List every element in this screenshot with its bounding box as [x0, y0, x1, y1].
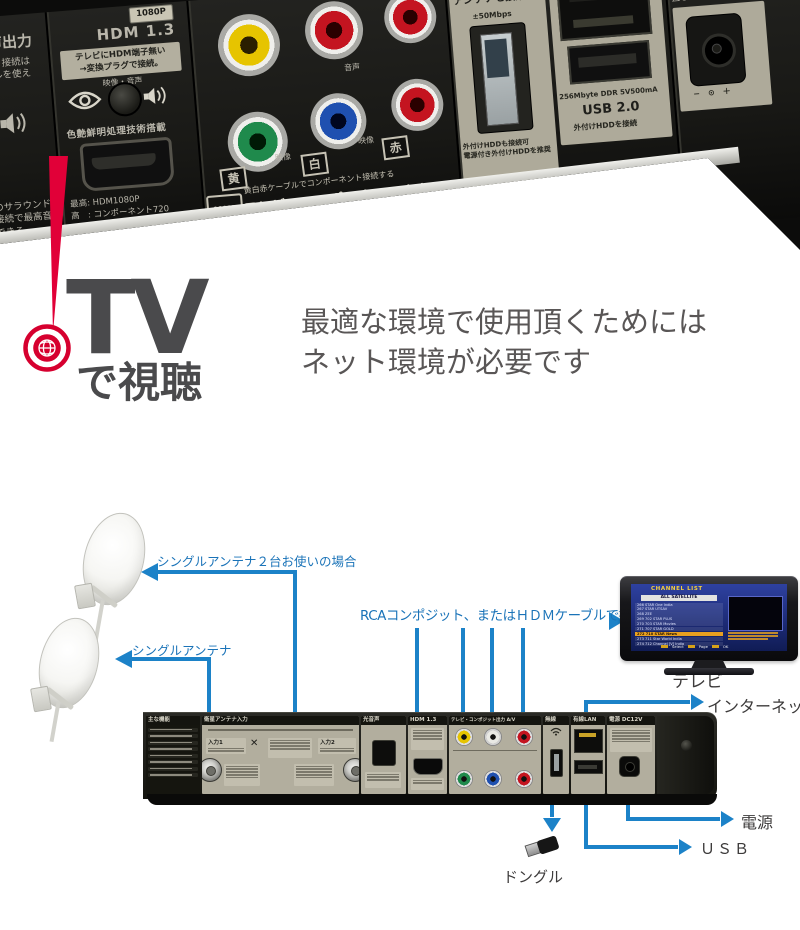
logo-subtitle: で視聴 [76, 358, 203, 407]
device-av-section: テレビ・コンポジット出力 A/V [449, 716, 541, 794]
speaker-icon [0, 113, 26, 134]
receiver-back-panel: 主な機能 衛星アンテナ入力 ✕ 入力1 入力2 光音声 [143, 712, 717, 799]
channel-row-selected: 272 710 STAR News [635, 631, 723, 637]
device-lan-label: 有線LAN [571, 716, 605, 725]
tv-stand-post [691, 660, 727, 669]
device-shadow [147, 794, 717, 805]
internet-label: インターネット [707, 697, 800, 716]
rca-red-jack [302, 0, 366, 62]
red-kanji-badge: 赤 [381, 135, 411, 161]
single-antenna-label: シングルアンテナ [132, 643, 232, 658]
headline-line2: ネット環境が必要です [301, 345, 592, 380]
device-av-label: テレビ・コンポジット出力 A/V [449, 716, 541, 725]
antenna-input2-connector [343, 758, 359, 782]
input1-label: 入力1 [208, 740, 223, 746]
device-lan-section: 有線LAN [571, 716, 605, 794]
antenna-input1-connector [202, 758, 222, 782]
rca-red-jack [382, 0, 439, 46]
device-antenna-section: 衛星アンテナ入力 ✕ 入力1 入力2 [202, 716, 359, 794]
device-features-plate: 主な機能 [146, 716, 200, 794]
tv-screen: CHANNEL LIST ALL SATELLITE 266 STAR One … [631, 584, 787, 651]
photo-left-title: 声出力 [0, 31, 33, 54]
device-power-label: 電源 DC12V [607, 716, 655, 725]
rear-panel-strip: 声出力 ント接続は プルを使え 力。 のサラウンド 接続で最高音 できる。 10… [0, 0, 800, 250]
device-hdmi-section: HDM 1.3 [408, 716, 447, 794]
power-label: 電源 [741, 813, 774, 832]
tv-label: テレビ [672, 672, 723, 692]
tv-stand-base [664, 668, 754, 675]
dc-power-jack [685, 12, 747, 87]
dongle-label: ドングル [503, 868, 564, 886]
device-optical-label: 光音声 [361, 716, 406, 725]
optical-port [372, 740, 396, 766]
av-white-jack [484, 728, 502, 746]
rca-red-jack [389, 76, 446, 133]
rear-usb-port [574, 760, 603, 774]
device-optical-section: 光音声 [361, 716, 406, 794]
channel-row: 269 702 STAR PLUS [635, 617, 723, 622]
channel-row: 266 STAR One India [635, 602, 723, 607]
rca-hdmi-label: RCAコンポジット、またはＨＤＭケーブルで接続 [360, 608, 645, 624]
screw-icon [106, 80, 144, 118]
device-wireless-section: 無線 [543, 716, 569, 794]
rca-green-jack [225, 109, 291, 175]
video-label: 映像 [357, 135, 375, 146]
device-hdmi-port [413, 758, 443, 775]
device-wireless-label: 無線 [543, 716, 569, 725]
device-end-cap [657, 716, 714, 794]
device-hdmi-label: HDM 1.3 [408, 716, 447, 725]
channel-row: 273 711 Star World India [635, 636, 723, 642]
channel-row: 271 707 STAR GOLD [635, 626, 723, 632]
preview-window [728, 596, 783, 631]
tv-footer-keys: Select Page OK [661, 644, 728, 649]
channel-row: 274 712 Channel [V] India [635, 641, 723, 647]
input2-label: 入力2 [320, 740, 335, 746]
channel-row: 267 STAR UTSAV [635, 607, 723, 612]
device-power-section: 電源 DC12V [607, 716, 655, 794]
eye-icon [68, 91, 102, 110]
red-pin-globe-icon [23, 156, 71, 372]
video-label: 映像 [274, 152, 292, 163]
headline-line1: 最適な環境で使用頂くためには [301, 305, 708, 339]
lan-port [574, 729, 603, 753]
usb-2-port [567, 40, 652, 85]
device-antenna-title: 衛星アンテナ入力 [202, 716, 359, 725]
component-red-jack [515, 770, 533, 788]
channel-list: 266 STAR One India 267 STAR UTSAV 268 ZE… [635, 602, 723, 647]
channel-row: 268 ZEE [635, 612, 723, 617]
component-green-jack [455, 770, 473, 788]
photo-left-line: 力。 [0, 82, 5, 96]
device-features-title: 主な機能 [146, 716, 200, 725]
channel-row: 270 703 STAR Movies [635, 622, 723, 627]
rear-panel-photo: 声出力 ント接続は プルを使え 力。 のサラウンド 接続で最高音 できる。 10… [0, 0, 800, 250]
screw-icon [681, 740, 692, 751]
white-kanji-badge: 白 [300, 151, 330, 177]
satellite-filter-bar: ALL SATELLITE [641, 594, 717, 601]
usb-a-port [469, 21, 534, 135]
front-usb-port [550, 749, 563, 777]
usb-label: ＵＳＢ [700, 840, 752, 858]
device-dc-jack [619, 756, 640, 777]
av-yellow-jack [455, 728, 473, 746]
tv-set: CHANNEL LIST ALL SATELLITE 266 STAR One … [620, 576, 798, 675]
av-red-jack [515, 728, 533, 746]
dual-antenna-label: シングルアンテナ２台お使いの場合 [157, 554, 357, 569]
audio-label: 音声 [343, 62, 361, 73]
speaker-small-icon [143, 86, 166, 104]
rca-yellow-jack [215, 11, 283, 79]
hdmi-title: HDM 1.3 [95, 20, 176, 45]
component-blue-jack [484, 770, 502, 788]
logo-tv-text: TV [66, 259, 210, 378]
headline: 最適な環境で使用頂くためには ネット環境が必要です [301, 302, 707, 382]
channel-list-title: CHANNEL LIST [651, 586, 703, 592]
connection-lines [115, 563, 734, 855]
wifi-icon [550, 727, 562, 736]
